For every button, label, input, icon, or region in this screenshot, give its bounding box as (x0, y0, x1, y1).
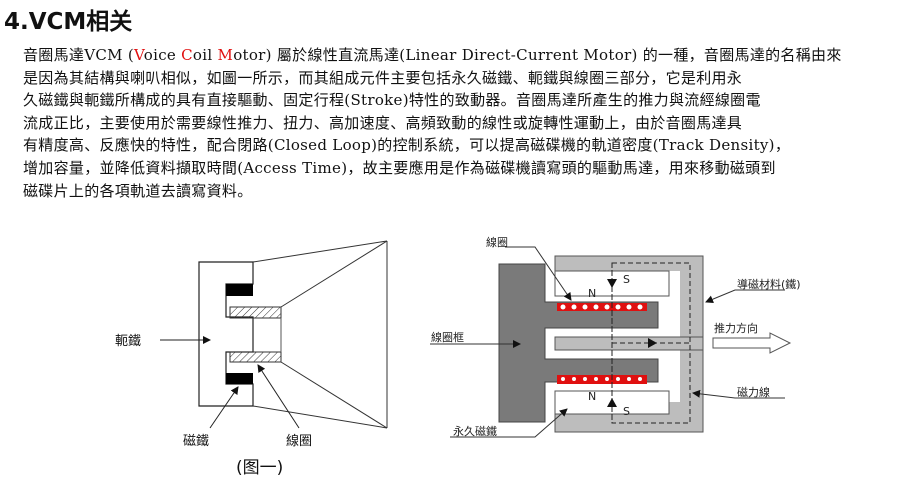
paragraph-line: 有精度高、反應快的特性，配合閉路(Closed Loop)的控制系統，可以提高磁… (23, 136, 791, 155)
top-magnet (226, 284, 253, 296)
flux-lines (611, 262, 691, 424)
paragraph-line: 增加容量，並降低資料擷取時間(Access Time)，故主要應用是作為磁碟機讀… (23, 158, 776, 177)
highlight-letter: C (181, 46, 193, 64)
thrust-arrow (712, 332, 792, 354)
text: 音圈馬達VCM ( (23, 46, 134, 64)
upper-coil-winding (557, 303, 647, 311)
yoke (198, 261, 254, 407)
pole-s-lower: S (623, 405, 630, 418)
upper-coil (229, 306, 282, 319)
paragraph-line: 是因為其結構與喇叭相似，如圖一所示，而其組成元件主要包括永久磁鐵、軛鐵與線圈三部… (23, 68, 743, 87)
lower-coil-winding (557, 375, 647, 384)
bottom-magnet (226, 373, 253, 384)
highlight-letter: V (134, 46, 144, 64)
text: otor) 屬於線性直流馬達(Linear Direct-Current Mot… (233, 46, 842, 64)
highlight-letter: M (217, 46, 234, 64)
label-yoke: 軛鐵 (115, 333, 141, 349)
label-thrust-direction: 推力方向 (714, 321, 758, 335)
label-flux-lines: 磁力線 (737, 385, 770, 399)
paragraph-line: 音圈馬達VCM (Voice Coil Motor) 屬於線性直流馬達(Line… (23, 44, 908, 67)
cone (252, 240, 388, 429)
speaker-diagram: 軛鐵 磁鐵 線圈 (图一) (115, 240, 388, 478)
lower-coil (229, 351, 282, 363)
pole-n-lower: N (588, 390, 596, 403)
section-heading: 4.VCM相关 (4, 9, 133, 35)
body-paragraph: 音圈馬達VCM (Voice Coil Motor) 屬於線性直流馬達(Line… (23, 44, 908, 202)
paragraph-line: 久磁鐵與軛鐵所構成的具有直接驅動、固定行程(Stroke)特性的致動器。音圈馬達… (23, 91, 761, 110)
label-magnetic-material: 導磁材料(鐵) (737, 277, 801, 291)
label-coil: 線圈 (286, 433, 312, 449)
label-coil-frame: 線圈框 (431, 330, 464, 344)
vcm-diagram: N S N S 線圈 導磁材料(鐵) 線圈框 推力方向 磁力線 永久磁鐵 (430, 235, 801, 438)
paragraph-line: 流成正比，主要使用於需要線性推力、扭力、高加速度、高頻致動的線性或旋轉性運動上，… (23, 113, 743, 132)
paragraph-line: 磁碟片上的各項軌道去讀寫資料。 (23, 181, 253, 200)
figure-caption: (图一) (236, 458, 283, 478)
pole-s-upper: S (623, 273, 630, 286)
pole-n-upper: N (588, 287, 596, 300)
label-coil: 線圈 (486, 235, 508, 249)
text: oil (192, 46, 218, 64)
label-permanent-magnet: 永久磁鐵 (453, 424, 497, 438)
label-magnet: 磁鐵 (183, 433, 209, 449)
text: oice (143, 46, 182, 64)
